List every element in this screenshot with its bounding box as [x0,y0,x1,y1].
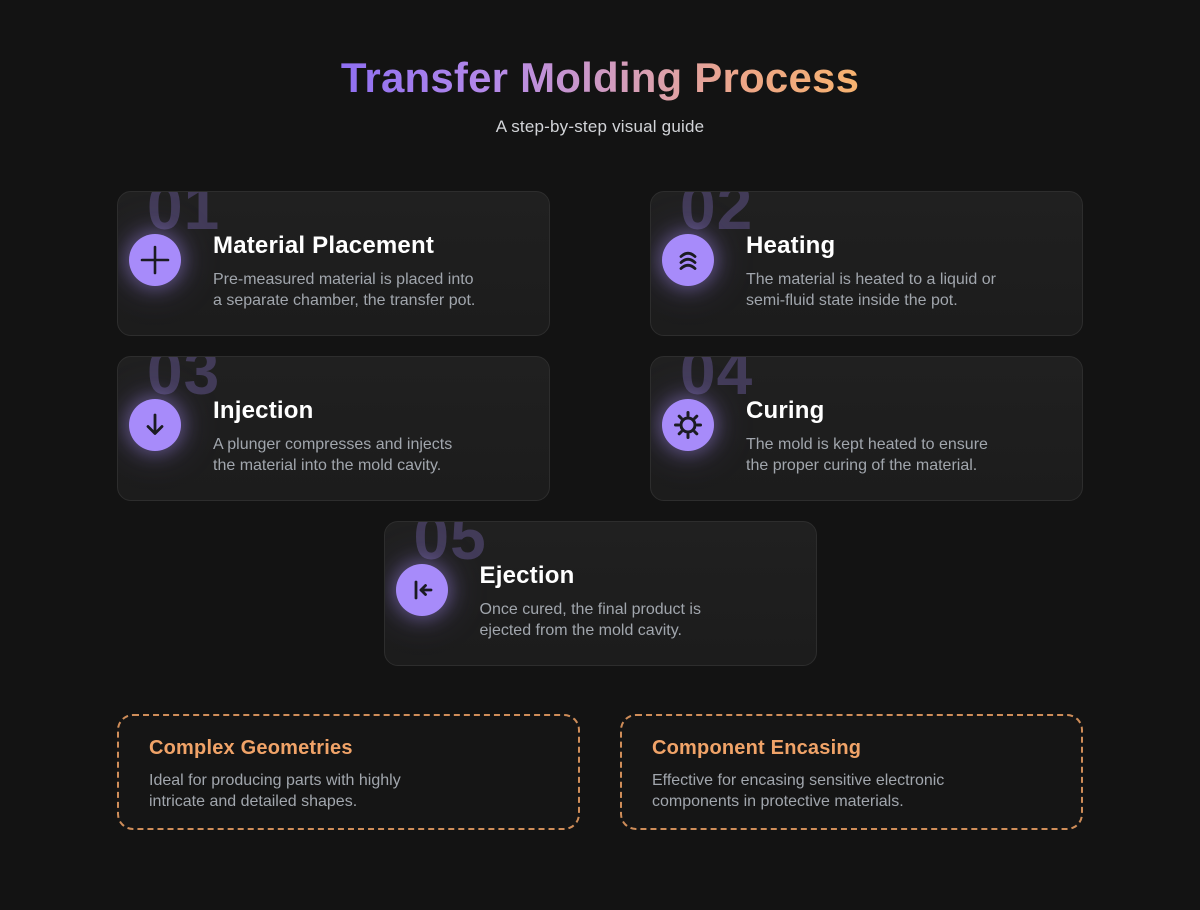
header: Transfer Molding Process A step-by-step … [0,0,1200,137]
step-description: Once cured, the final product is ejected… [479,601,701,640]
callout-description: Ideal for producing parts with highly in… [149,772,401,811]
step-title: Material Placement [213,232,435,259]
sun-icon [662,399,714,451]
step-card-text: Injection A plunger compresses and injec… [213,397,533,477]
step-card-ejection: 05 Ejection Once cured, the final produc… [383,521,817,666]
step-card-material-placement: 01 Material Placement Pre-measured mater… [117,191,550,336]
step-title: Curing [746,397,825,424]
step-card-injection: 03 Injection A plunger compresses and in… [117,356,550,501]
steps-grid: 01 Material Placement Pre-measured mater… [117,191,1083,666]
step-title: Injection [213,397,314,424]
page-title: Transfer Molding Process [340,54,860,101]
eject-left-icon [395,564,448,616]
step-number: 02 [680,191,754,243]
step-card-curing: 04 Curing The mold is kept heated to ens… [650,356,1083,501]
step-number: 01 [147,191,221,243]
step-description: The material is heated to a liquid or se… [746,271,996,310]
step-card-text: Ejection Once cured, the final product i… [480,562,800,642]
callout-component-encasing: Component Encasing Effective for encasin… [620,714,1083,830]
callout-title: Complex Geometries [149,737,353,759]
callout-complex-geometries: Complex Geometries Ideal for producing p… [117,714,580,830]
callout-title: Component Encasing [652,737,862,759]
step-card-text: Material Placement Pre-measured material… [213,232,533,312]
step-description: Pre-measured material is placed into a s… [213,271,476,310]
callout-description: Effective for encasing sensitive electro… [652,772,945,811]
step-number: 03 [147,356,221,408]
step-card-text: Heating The material is heated to a liqu… [746,232,1066,312]
heat-waves-icon [662,234,714,286]
callouts-row: Complex Geometries Ideal for producing p… [117,714,1083,830]
step-title: Ejection [479,562,575,589]
step-description: The mold is kept heated to ensure the pr… [746,436,988,475]
step-title: Heating [746,232,836,259]
arrow-down-icon [129,399,181,451]
page-subtitle: A step-by-step visual guide [495,117,705,136]
step-number: 05 [413,521,487,573]
step-description: A plunger compresses and injects the mat… [213,436,453,475]
plus-icon [129,234,181,286]
step-card-heating: 02 Heating The material is heated to a l… [650,191,1083,336]
step-number: 04 [680,356,754,408]
step-card-text: Curing The mold is kept heated to ensure… [746,397,1066,477]
